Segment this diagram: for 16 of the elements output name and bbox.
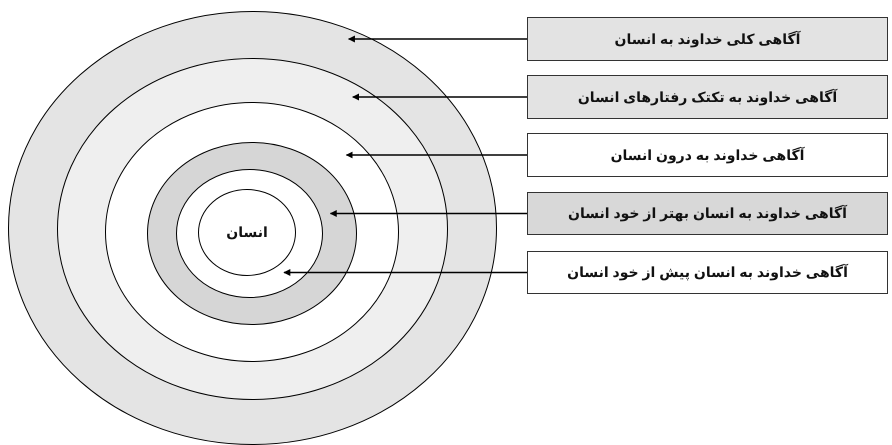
arrow [346,152,527,158]
ring [176,169,323,298]
label-box: آگاهی خداوند به انسان پیش از خود انسان [527,251,888,294]
ring [105,102,399,362]
center-ellipse: انسان [198,189,296,276]
arrow [330,210,527,217]
ring [147,142,357,325]
arrow [283,269,527,276]
arrow [352,94,527,100]
ring [57,58,448,400]
label-box: آگاهی خداوند به انسان بهتر از خود انسان [527,192,888,235]
label-box: آگاهی خداوند به درون انسان [527,133,888,177]
label-box: آگاهی خداوند به تکتک رفتارهای انسان [527,75,888,119]
arrow [348,36,527,42]
outer-ring [8,11,497,445]
label-box: آگاهی کلی خداوند به انسان [527,17,888,61]
